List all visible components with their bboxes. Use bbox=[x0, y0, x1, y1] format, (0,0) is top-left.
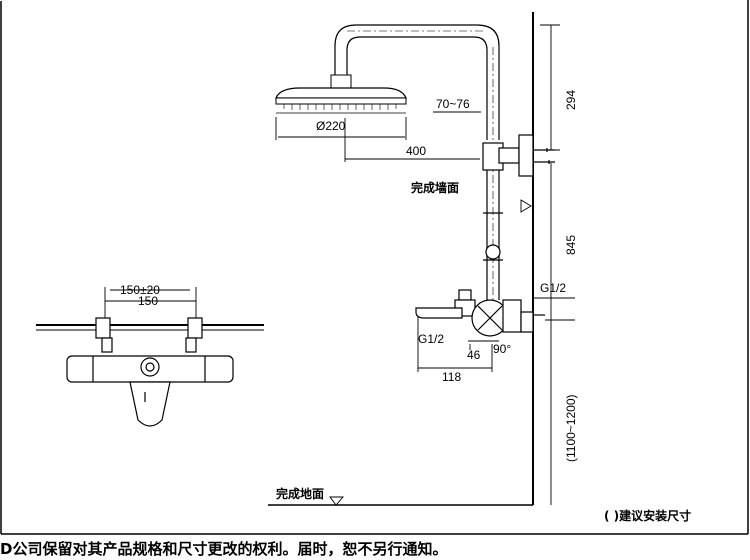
wall-label: 完成墙面 bbox=[411, 180, 459, 195]
bottom-range-label: (1100~1200) bbox=[564, 394, 578, 462]
front-center-label: 150 bbox=[138, 294, 158, 308]
shower-head bbox=[275, 74, 407, 114]
mixer-side-view bbox=[415, 289, 545, 337]
g-right-label: G1/2 bbox=[540, 281, 566, 295]
front-view-assembly bbox=[36, 317, 264, 427]
mid-height-label: 845 bbox=[564, 235, 578, 255]
dimension-lines bbox=[104, 24, 575, 506]
head-diameter-label: Ø220 bbox=[316, 119, 346, 133]
top-height-label: 294 bbox=[564, 90, 578, 110]
diverter-knob bbox=[485, 244, 501, 260]
shower-pipe bbox=[334, 24, 503, 300]
spout-46-label: 46 bbox=[467, 348, 481, 362]
footer-disclaimer: D公司保留对其产品规格和尺寸更改的权利。届时，恕不另行通知。 bbox=[0, 540, 448, 558]
arm-offset-label: 400 bbox=[406, 144, 426, 158]
install-note: ( )建议安装尺寸 bbox=[604, 508, 691, 523]
wall-bracket bbox=[498, 134, 555, 177]
arm-range-label: 70~76 bbox=[436, 97, 470, 111]
spout-118-label: 118 bbox=[442, 370, 461, 384]
frame bbox=[0, 0, 749, 535]
annotations: Ø220 70~76 400 294 完成墙面 845 G1/2 G1/2 90… bbox=[120, 90, 691, 523]
floor-label: 完成地面 bbox=[276, 486, 324, 501]
front-range-label: 150±20 bbox=[120, 283, 160, 297]
angle-label: 90° bbox=[493, 342, 511, 356]
g-left-label: G1/2 bbox=[418, 332, 444, 346]
